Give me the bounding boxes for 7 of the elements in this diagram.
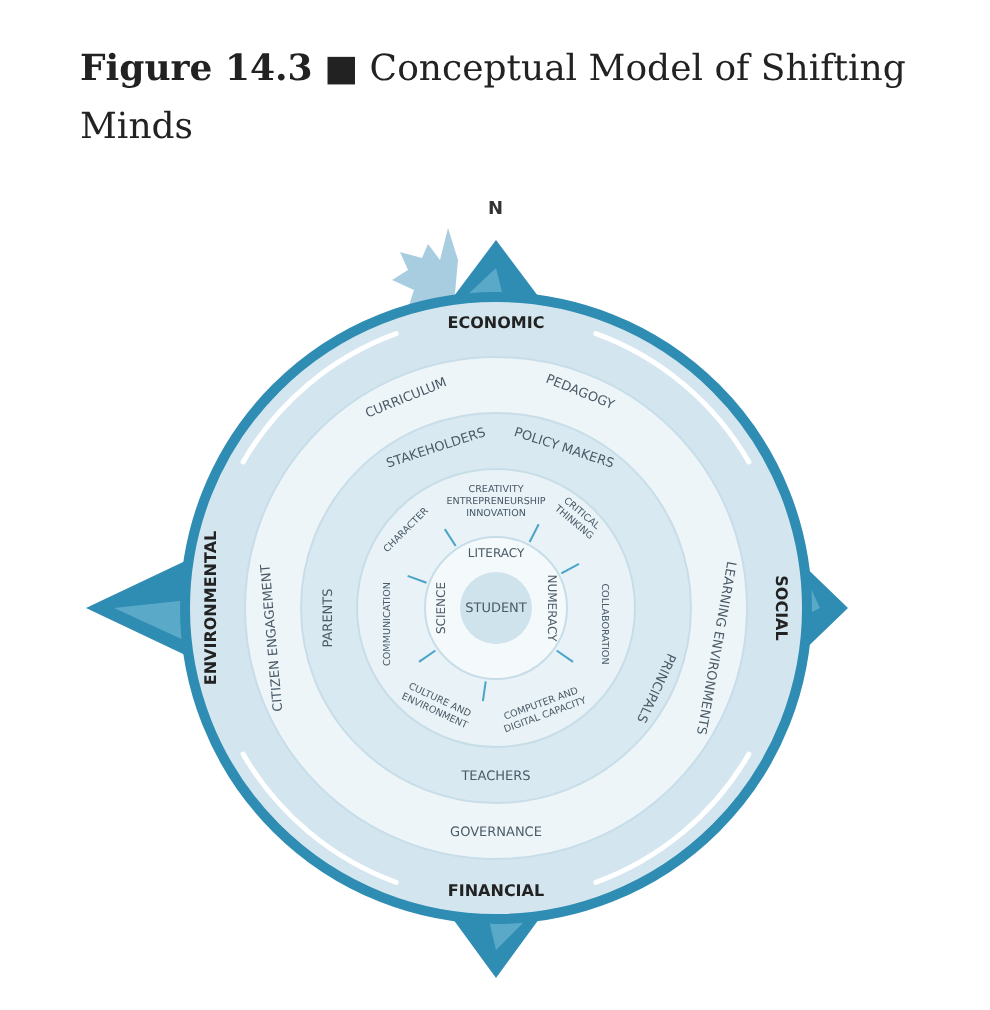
dimension-label: FINANCIAL [447, 882, 545, 902]
compass-direction-label: N [488, 200, 504, 220]
dimension-label: SOCIAL [770, 575, 790, 641]
dimension-label: ECONOMIC [447, 314, 545, 334]
dimension-label: ENVIRONMENTAL [202, 530, 222, 686]
center-circle [460, 572, 532, 644]
figure-title: Figure 14.3 ■ Conceptual Model of Shifting Minds [80, 46, 908, 152]
